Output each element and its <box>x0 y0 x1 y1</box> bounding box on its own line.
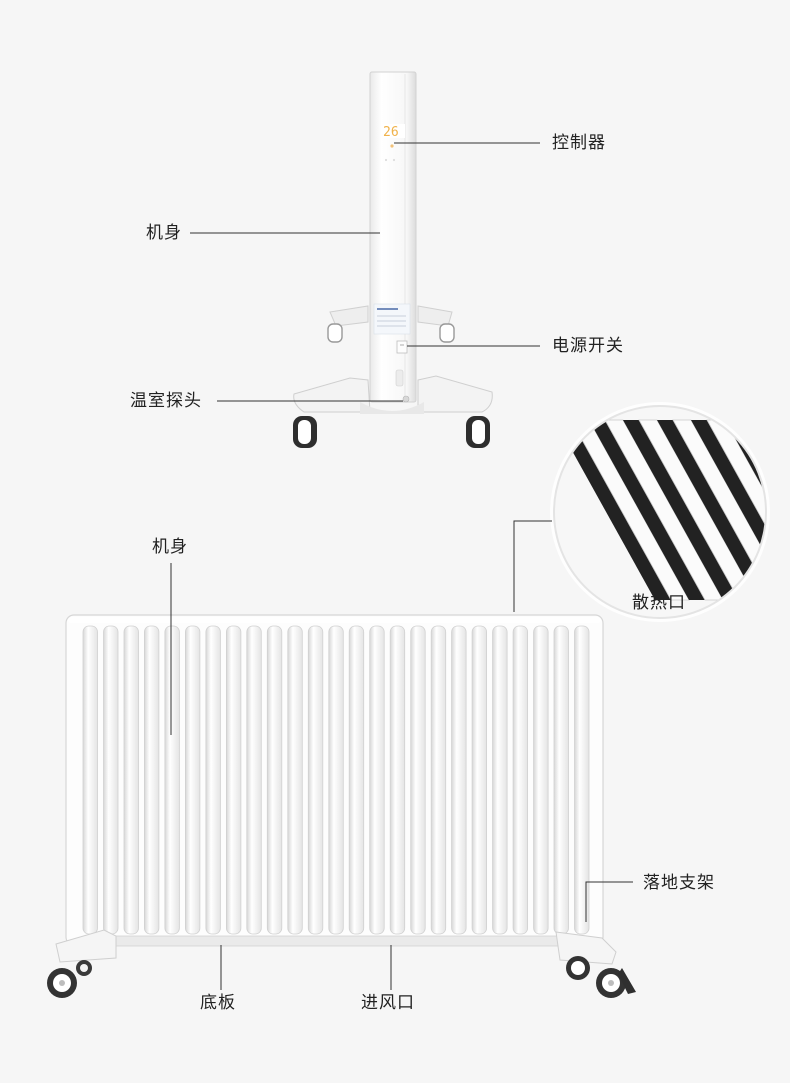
radiator-fin <box>574 625 590 935</box>
radiator-fin <box>533 625 549 935</box>
power-switch-knob <box>396 340 408 354</box>
radiator-fin <box>492 625 508 935</box>
label-body-front: 机身 <box>152 537 188 557</box>
label-air-inlet: 进风口 <box>361 993 415 1013</box>
radiator-fin <box>471 625 488 935</box>
control-display <box>381 124 405 138</box>
radiator-fin <box>451 625 467 935</box>
foot-left <box>293 377 371 413</box>
radiator-fin <box>287 625 303 935</box>
indicator-dot <box>390 144 394 148</box>
radiator-fin <box>205 625 221 935</box>
radiator-fin <box>225 625 242 935</box>
bottom-leader-lines <box>170 520 633 990</box>
radiator-fin <box>103 625 119 935</box>
radiator-fin <box>512 625 528 935</box>
rear-caster-right <box>439 323 455 343</box>
radiator-fin <box>369 625 385 935</box>
radiator-fin <box>123 625 139 935</box>
column-body <box>369 71 417 403</box>
radiator-fin <box>553 625 569 935</box>
stand-left <box>55 929 117 963</box>
radiator-fin <box>328 625 344 935</box>
label-body-top: 机身 <box>146 223 182 243</box>
radiator-fin <box>389 625 406 935</box>
radiator-fin <box>348 625 365 935</box>
base-plate <box>109 935 561 947</box>
radiator-fin <box>410 625 426 935</box>
side-view-heater: 26 <box>293 71 493 448</box>
display-reading: 26 <box>383 125 399 140</box>
label-power-switch: 电源开关 <box>552 336 624 356</box>
rear-caster-left <box>327 323 343 343</box>
label-temp-probe: 温室探头 <box>130 391 202 411</box>
front-view-radiator <box>47 614 636 998</box>
radiator-fin <box>307 625 324 935</box>
radiator-fin <box>82 625 98 935</box>
foot-right <box>417 375 493 413</box>
top-leader-lines <box>190 142 540 402</box>
radiator-fin <box>430 625 447 935</box>
vent-zoom-circle <box>550 402 770 622</box>
radiator-fin <box>164 625 180 935</box>
radiator-fin <box>246 625 262 935</box>
stand-right <box>555 931 617 965</box>
label-controller: 控制器 <box>552 133 606 153</box>
radiator-fins <box>82 625 590 935</box>
radiator-fin <box>143 625 160 935</box>
temp-probe-knob <box>402 395 410 403</box>
radiator-fin <box>266 625 283 935</box>
label-heat-vent: 散热口 <box>632 593 686 613</box>
radiator-fin <box>184 625 201 935</box>
label-base-plate: 底板 <box>200 993 236 1013</box>
label-floor-stand: 落地支架 <box>643 873 715 893</box>
